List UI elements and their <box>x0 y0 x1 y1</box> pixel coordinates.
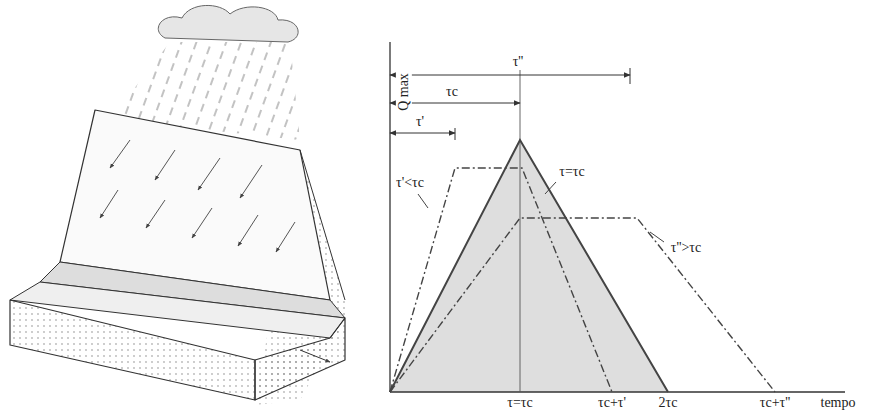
axis-tick-label: τc+τ'' <box>758 395 792 411</box>
axis-tick-label: τc+τ' <box>596 395 628 411</box>
chart-label: τc <box>444 84 460 100</box>
chart-label: τ'' <box>511 54 526 70</box>
axis-tick-label: τ=τc <box>505 395 534 411</box>
hydrograph-chart <box>390 42 845 392</box>
chart-label: τ' <box>414 114 426 130</box>
chart-label: τ=τc <box>557 164 586 180</box>
chart-label: τ'<τc <box>394 175 426 191</box>
axis-tick-label: 2τc <box>657 395 680 411</box>
axis-title: Q max <box>396 71 412 113</box>
axis-tick-label: tempo <box>819 395 858 411</box>
chart-label: τ''>τc <box>669 240 703 256</box>
slope-illustration <box>10 5 345 405</box>
